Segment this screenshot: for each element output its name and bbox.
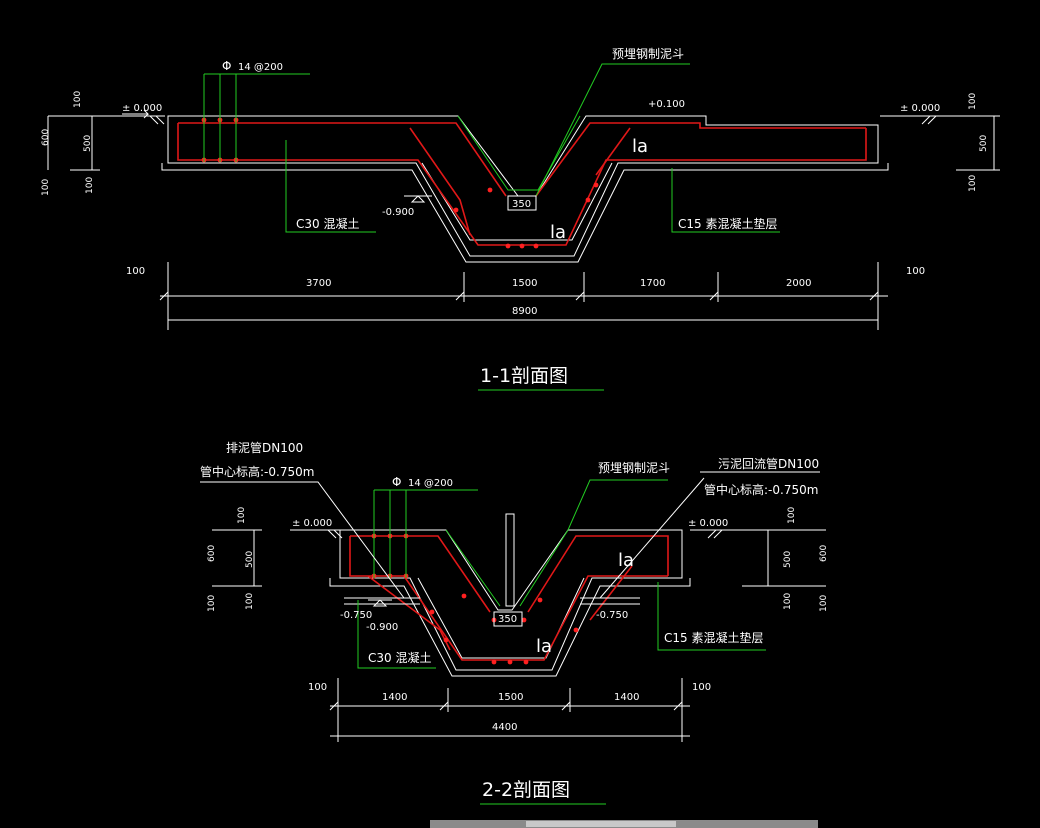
ground-hatch-right <box>921 115 937 125</box>
svg-text:100: 100 <box>207 595 217 612</box>
elev-right-2: ± 0.000 <box>688 518 728 529</box>
svg-text:1400: 1400 <box>614 692 639 703</box>
right-dims-1: 100 500 100 <box>956 93 1000 192</box>
rebar-symbol-2: Φ <box>392 475 401 489</box>
horizontal-scrollbar[interactable] <box>430 820 818 828</box>
total-dim-1: 8900 <box>512 306 537 317</box>
section-2-2: 排泥管DN100 管中心标高:-0.750m Φ 14 @200 预埋钢制泥斗 … <box>200 440 829 805</box>
left-dims-2: 100 600 500 100 100 <box>207 507 262 612</box>
section-title-2: 2-2剖面图 <box>482 779 570 801</box>
horizontal-dims-1: 100 3700 1500 1700 2000 100 8900 <box>126 262 925 330</box>
rebar-spec-1: 14 @200 <box>238 62 283 73</box>
svg-text:600: 600 <box>41 129 51 146</box>
svg-text:500: 500 <box>979 135 989 152</box>
horizontal-dims-2: 100 1400 1500 1400 100 4400 <box>308 678 711 742</box>
svg-text:1500: 1500 <box>498 692 523 703</box>
bottom-width-2: 350 <box>498 614 517 625</box>
lap-label-2a: la <box>618 550 634 571</box>
svg-text:100: 100 <box>308 682 327 693</box>
svg-text:100: 100 <box>906 266 925 277</box>
cushion-outline-2 <box>329 578 691 677</box>
rebar-symbol-1: Φ <box>222 59 231 73</box>
ground-hatch-left <box>149 115 165 125</box>
svg-text:100: 100 <box>85 177 95 194</box>
rebar-2 <box>349 535 669 661</box>
elev-right-1: ± 0.000 <box>900 103 940 114</box>
elev-mid-1: +0.100 <box>648 99 685 110</box>
svg-text:2000: 2000 <box>786 278 811 289</box>
right-dims-2: 100 600 500 100 100 <box>742 507 829 612</box>
elev-left-1: ± 0.000 <box>122 103 162 114</box>
rebar-dots-1 <box>201 117 599 249</box>
svg-text:100: 100 <box>126 266 145 277</box>
left-dims-1: 100 600 500 100 100 <box>41 91 100 196</box>
svg-text:100: 100 <box>73 91 83 108</box>
section-1-1: Φ 14 @200 预埋钢制泥斗 C30 混凝土 C15 素混凝土垫层 la l… <box>41 47 1000 391</box>
elev-left-2: ± 0.000 <box>292 518 332 529</box>
svg-text:3700: 3700 <box>306 278 331 289</box>
svg-text:600: 600 <box>207 545 217 562</box>
total-dim-2: 4400 <box>492 722 517 733</box>
concrete-label-2: C30 混凝土 <box>368 650 431 665</box>
cushion-outline-1 <box>161 163 889 263</box>
svg-text:100: 100 <box>41 179 51 196</box>
svg-text:100: 100 <box>819 595 829 612</box>
concrete-label-1: C30 混凝土 <box>296 216 359 231</box>
svg-text:100: 100 <box>692 682 711 693</box>
cushion-label-1: C15 素混凝土垫层 <box>678 216 777 231</box>
concrete-outline-1 <box>167 115 879 257</box>
svg-text:100: 100 <box>787 507 797 524</box>
lap-label-1b: la <box>550 222 566 243</box>
lap-label-1a: la <box>632 136 648 157</box>
rebar-top-1 <box>178 122 866 197</box>
svg-text:500: 500 <box>783 551 793 568</box>
drain-pipe-label: 排泥管DN100 <box>226 440 303 455</box>
hopper-label-1: 预埋钢制泥斗 <box>612 47 684 61</box>
svg-text:100: 100 <box>245 593 255 610</box>
concrete-outline-2 <box>339 529 683 671</box>
svg-text:1700: 1700 <box>640 278 665 289</box>
svg-text:500: 500 <box>83 135 93 152</box>
hopper-label-2: 预埋钢制泥斗 <box>598 461 670 475</box>
leaders-1 <box>203 63 780 233</box>
rebar-dots-2 <box>371 533 579 665</box>
hopper-surface-2 <box>445 529 569 607</box>
svg-text:500: 500 <box>245 551 255 568</box>
hopper-surface-1 <box>457 115 581 191</box>
svg-text:600: 600 <box>819 545 829 562</box>
svg-text:1400: 1400 <box>382 692 407 703</box>
drain-center-label: 管中心标高:-0.750m <box>200 464 314 479</box>
svg-text:100: 100 <box>783 593 793 610</box>
svg-text:100: 100 <box>237 507 247 524</box>
elev-bottom-2: -0.900 <box>366 622 398 633</box>
rebar-spec-2: 14 @200 <box>408 478 453 489</box>
svg-text:100: 100 <box>968 93 978 110</box>
elev-pipe-right-2: -0.750 <box>596 610 628 621</box>
svg-text:100: 100 <box>968 175 978 192</box>
return-pipe-label: 污泥回流管DN100 <box>718 456 819 471</box>
hopper-pipe-2 <box>505 513 515 607</box>
lap-label-2b: la <box>536 636 552 657</box>
bottom-width-1: 350 <box>512 199 531 210</box>
scrollbar-thumb[interactable] <box>526 821 676 827</box>
svg-text:1500: 1500 <box>512 278 537 289</box>
cushion-label-2: C15 素混凝土垫层 <box>664 630 763 645</box>
elev-pipe-left-2: -0.750 <box>340 610 372 621</box>
return-center-label: 管中心标高:-0.750m <box>704 482 818 497</box>
leaders-2 <box>357 479 766 669</box>
elev-bottom-1: -0.900 <box>382 207 414 218</box>
section-title-1: 1-1剖面图 <box>480 365 568 387</box>
